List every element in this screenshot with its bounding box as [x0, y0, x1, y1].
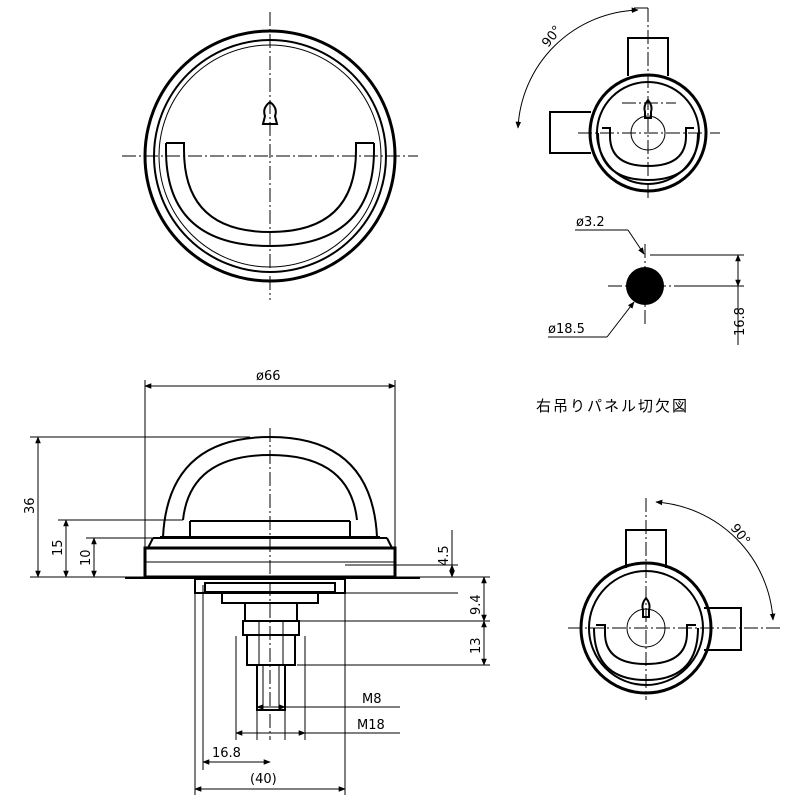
rotation-view-bottom: 90° [568, 498, 780, 700]
rotation-view-top: 90° [515, 7, 720, 200]
label-m8: M8 [362, 692, 382, 707]
label-dia-18-5: ø18.5 [548, 322, 585, 337]
label-m18: M18 [357, 718, 385, 733]
label-h-13: 13 [469, 637, 484, 654]
panel-cutout-view: 16.8 ø3.2 ø18.5 [548, 215, 748, 345]
label-h-16-8: 16.8 [733, 307, 748, 336]
label-h-36: 36 [23, 497, 38, 514]
label-dia-66: ø66 [256, 369, 281, 384]
label-bottom-angle: 90° [727, 521, 753, 548]
label-top-angle: 90° [539, 23, 565, 50]
panel-cutout-caption: 右吊りパネル切欠図 [536, 397, 689, 415]
label-h-10: 10 [79, 549, 94, 566]
top-view [122, 12, 418, 300]
label-h-15: 15 [51, 539, 66, 556]
label-w-16-8: 16.8 [212, 746, 241, 761]
label-w-40: (40) [250, 772, 277, 787]
side-view: ø66 36 15 10 4.5 9.4 13 M8 [23, 369, 490, 795]
label-dia-3-2: ø3.2 [576, 215, 605, 230]
label-h-4-5: 4.5 [437, 545, 452, 566]
label-h-9-4: 9.4 [469, 594, 484, 615]
